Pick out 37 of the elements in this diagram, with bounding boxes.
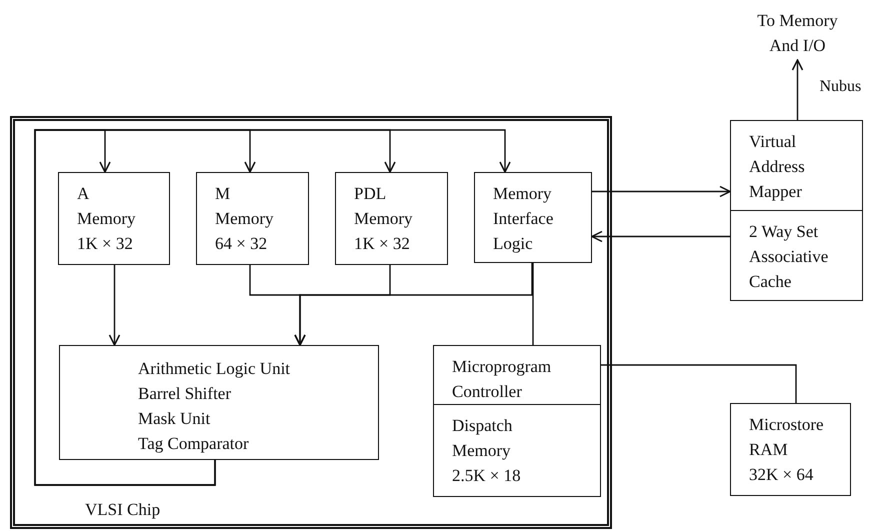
block-label: A Memory (77, 183, 137, 230)
block-box (433, 345, 601, 405)
block-label: Memory Interface Logic (493, 183, 554, 255)
connector-arrow (591, 230, 730, 242)
block-label: Arithmetic Logic Unit (138, 358, 292, 380)
block-box (730, 210, 863, 301)
block-box (335, 172, 448, 265)
block-box (730, 403, 851, 496)
block-label: To Memory And I/O (756, 10, 839, 57)
connector-arrow (792, 59, 804, 120)
block-label: 2 Way Set Associative Cache (749, 221, 830, 293)
block-label: 1K × 32 (354, 233, 411, 255)
block-box (58, 172, 170, 265)
connector-arrow (294, 263, 533, 346)
connector-arrow (34, 129, 511, 486)
block-box (730, 120, 863, 211)
block-label: PDL Memory (354, 183, 414, 230)
block-label: 64 × 32 (215, 233, 268, 255)
block-label: Microprogram Controller (452, 356, 552, 403)
chip-label: VLSI Chip (85, 499, 160, 521)
block-label: Microstore RAM (749, 414, 825, 461)
block-label: Dispatch Memory (452, 415, 514, 462)
block-box (433, 404, 601, 497)
connector-arrow (108, 265, 120, 346)
block-label: Barrel Shifter (138, 383, 232, 405)
block-label: Mask Unit (138, 408, 212, 430)
block-box (474, 172, 592, 263)
block-label: Virtual Address Mapper (749, 131, 806, 203)
block-label: M Memory (215, 183, 275, 230)
block-box (59, 345, 379, 460)
block-label: 1K × 32 (77, 233, 134, 255)
connector-arrow (592, 186, 731, 198)
chip-outline (10, 116, 612, 529)
block-label: Tag Comparator (138, 433, 250, 455)
block-box (196, 172, 309, 265)
block-label: 2.5K × 18 (452, 465, 522, 487)
block-label: 32K × 64 (749, 464, 814, 486)
